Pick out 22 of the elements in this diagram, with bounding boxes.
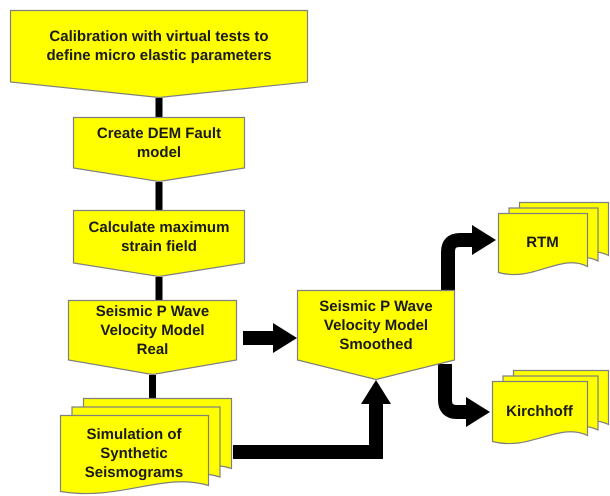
- process-box: [297, 290, 455, 380]
- block-arrow: [243, 323, 297, 353]
- node-label: Simulation of Synthetic Seismograms: [84, 424, 184, 482]
- process-box: [10, 10, 308, 98]
- node-label: Create DEM Fault model: [96, 124, 222, 162]
- node-label: Seismic P Wave Velocity Model Smoothed: [318, 296, 434, 354]
- node-label: RTM: [526, 233, 559, 252]
- node-label: Seismic P Wave Velocity Model Real: [94, 302, 210, 358]
- connector-line: [149, 375, 156, 398]
- connector-line: [156, 277, 162, 300]
- connector-line: [156, 182, 162, 210]
- node-label: Calculate maximum strain field: [88, 218, 230, 256]
- node-label: Kirchhoff: [506, 402, 573, 420]
- document-stack: [498, 202, 609, 277]
- connector-line: [156, 98, 162, 117]
- document-stack: [60, 398, 232, 496]
- process-box: [68, 300, 237, 375]
- node-label: Calibration with virtual tests to define micro elastic parameters: [45, 27, 273, 65]
- block-arrow: [233, 380, 391, 459]
- process-box: [73, 210, 245, 277]
- document-stack: [492, 370, 609, 446]
- process-box: [73, 117, 245, 182]
